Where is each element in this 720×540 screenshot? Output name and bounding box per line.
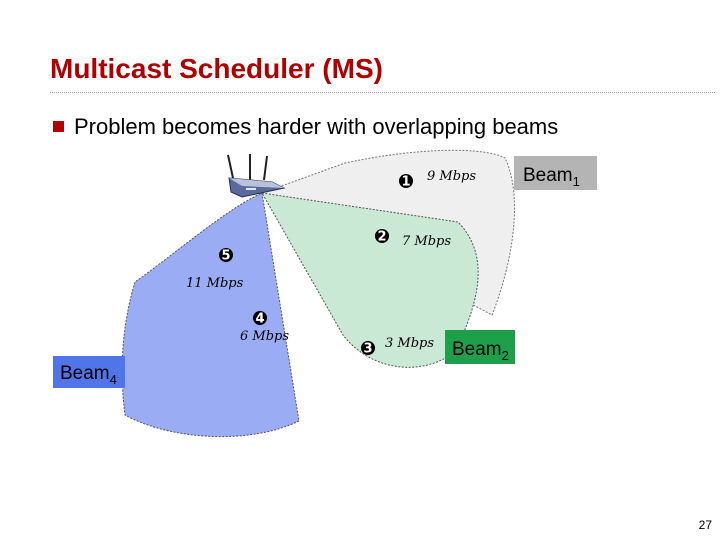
svg-text:Beam1: Beam1: [523, 165, 580, 189]
beam1-label-sub: 1: [573, 174, 580, 189]
beam4-label-name: Beam: [60, 363, 110, 384]
user-5-number: 5: [221, 249, 230, 264]
user-3-number: 3: [363, 342, 372, 357]
svg-text:Beam2: Beam2: [452, 339, 509, 363]
beam1-label-name: Beam: [523, 165, 573, 186]
beam4-label-sub: 4: [110, 372, 117, 387]
user-4-rate: 6 Mbps: [240, 329, 289, 344]
beam2-label-name: Beam: [452, 339, 502, 360]
beam4-label: Beam4: [53, 356, 125, 388]
beam1-label: Beam1: [514, 156, 597, 190]
page-number: 27: [699, 518, 712, 532]
user-4-number: 4: [255, 312, 264, 327]
user-3-rate: 3 Mbps: [385, 336, 434, 351]
svg-text:Beam4: Beam4: [60, 363, 117, 387]
user-5-rate: 11 Mbps: [186, 276, 244, 291]
beam2-label-sub: 2: [502, 348, 509, 363]
user-1-rate: 9 Mbps: [427, 169, 476, 184]
beam4-shape: [122, 193, 299, 437]
beam2-label: Beam2: [445, 330, 515, 364]
user-2-number: 2: [377, 230, 386, 245]
user-2-rate: 7 Mbps: [402, 234, 451, 249]
user-1-number: 1: [401, 175, 410, 190]
